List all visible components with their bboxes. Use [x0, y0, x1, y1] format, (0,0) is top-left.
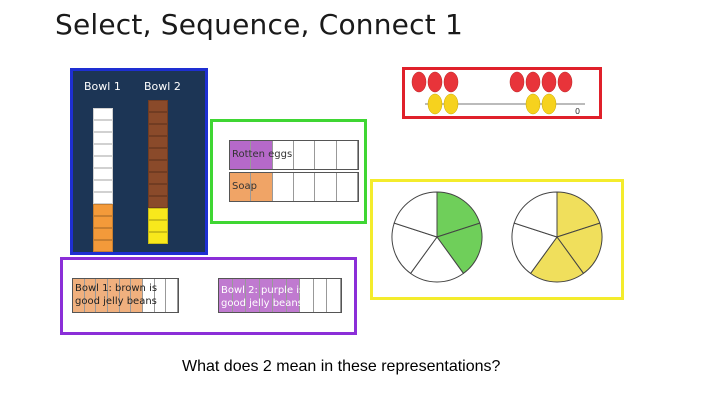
bead	[525, 71, 541, 93]
bead	[411, 71, 427, 93]
rotten-eggs-tape: Rotten eggs	[229, 140, 359, 170]
cube	[148, 172, 168, 184]
bar-cell	[315, 141, 337, 169]
yellow-pie-slice	[511, 222, 558, 275]
bar-cell	[251, 173, 273, 201]
cube	[93, 216, 113, 228]
bead-string-panel: 0	[402, 67, 602, 119]
yellow-pie-slice	[556, 222, 603, 275]
bowl2-tower	[148, 100, 168, 244]
green-pie-slice	[409, 236, 465, 283]
bead	[557, 71, 573, 93]
cube	[148, 196, 168, 208]
cube	[93, 180, 113, 192]
bar-cell	[337, 173, 358, 201]
bead	[427, 71, 443, 93]
bead-string-graphic: 0	[411, 71, 585, 116]
fraction-circles-panel	[370, 179, 624, 300]
cube	[93, 192, 113, 204]
bead	[509, 71, 525, 93]
bar-cell	[251, 141, 273, 169]
cube	[93, 108, 113, 120]
cube	[148, 184, 168, 196]
tape-diagram-panel: Rotten eggs Soap	[210, 119, 367, 224]
bar-cell	[143, 279, 155, 312]
bowl1-label: Bowl 1	[84, 80, 121, 93]
cube	[93, 204, 113, 216]
bead	[541, 71, 557, 93]
bead	[443, 93, 459, 115]
cube	[93, 228, 113, 240]
yellow-pie-slice	[513, 191, 558, 238]
bar-cell	[84, 279, 97, 312]
question-caption: What does 2 mean in these representation…	[182, 358, 501, 375]
zero-mark: 0	[575, 107, 580, 116]
slide-title: Select, Sequence, Connect 1	[55, 8, 463, 41]
rotten-eggs-label: Rotten eggs	[232, 149, 293, 160]
bowl1-strip: Bowl 1: brown is good jelly beans	[72, 278, 179, 313]
cube	[148, 112, 168, 124]
cube	[148, 232, 168, 244]
bar-cell	[219, 279, 233, 312]
bar-cell	[119, 279, 132, 312]
cube	[148, 208, 168, 220]
bowl2-strip-label: Bowl 2: purple is good jelly beans	[221, 285, 305, 309]
bar-cell	[107, 279, 120, 312]
bar-cell	[259, 279, 274, 312]
soap-label: Soap	[232, 181, 257, 192]
cube	[148, 160, 168, 172]
fraction-circles-graphic	[391, 191, 603, 283]
bar-cell	[246, 279, 260, 312]
bar-cell	[294, 141, 316, 169]
bar-cell	[273, 141, 294, 169]
bead	[541, 93, 557, 115]
bar-cell	[230, 141, 252, 169]
bar-cell	[300, 279, 314, 312]
cube	[148, 148, 168, 160]
cube-towers-panel: Bowl 1 Bowl 2	[70, 68, 208, 255]
cube	[148, 100, 168, 112]
bowl1-tower	[93, 108, 113, 252]
soap-tape: Soap	[229, 172, 359, 202]
bar-cell	[327, 279, 341, 312]
bar-cell	[166, 279, 178, 312]
bar-cell	[232, 279, 247, 312]
cube	[93, 132, 113, 144]
cube	[93, 168, 113, 180]
cube	[148, 136, 168, 148]
fraction-strips-panel: Bowl 1: brown is good jelly beans Bowl 2…	[60, 257, 357, 335]
yellow-pie-slice	[529, 236, 585, 283]
cube	[148, 124, 168, 136]
cube	[93, 156, 113, 168]
bowl1-strip-label: Bowl 1: brown is good jelly beans	[75, 283, 158, 307]
bead	[443, 71, 459, 93]
bar-cell	[131, 279, 143, 312]
bar-cell	[73, 279, 85, 312]
bowl2-strip: Bowl 2: purple is good jelly beans	[218, 278, 342, 313]
cube	[93, 240, 113, 252]
green-pie-slice	[436, 191, 481, 238]
green-pie-slice	[391, 222, 438, 275]
bar-cell	[294, 173, 316, 201]
bar-cell	[96, 279, 108, 312]
bowl2-label: Bowl 2	[144, 80, 181, 93]
bead	[427, 93, 443, 115]
bar-cell	[286, 279, 301, 312]
bead	[525, 93, 541, 115]
green-pie-slice	[393, 191, 438, 238]
cube	[93, 144, 113, 156]
yellow-pie-slice	[556, 191, 601, 238]
bar-cell	[314, 279, 328, 312]
bar-cell	[337, 141, 358, 169]
bar-cell	[230, 173, 252, 201]
bar-cell	[273, 173, 294, 201]
green-pie-slice	[436, 222, 483, 275]
bar-cell	[155, 279, 167, 312]
cube	[93, 120, 113, 132]
bar-cell	[315, 173, 337, 201]
cube	[148, 220, 168, 232]
bar-cell	[273, 279, 287, 312]
